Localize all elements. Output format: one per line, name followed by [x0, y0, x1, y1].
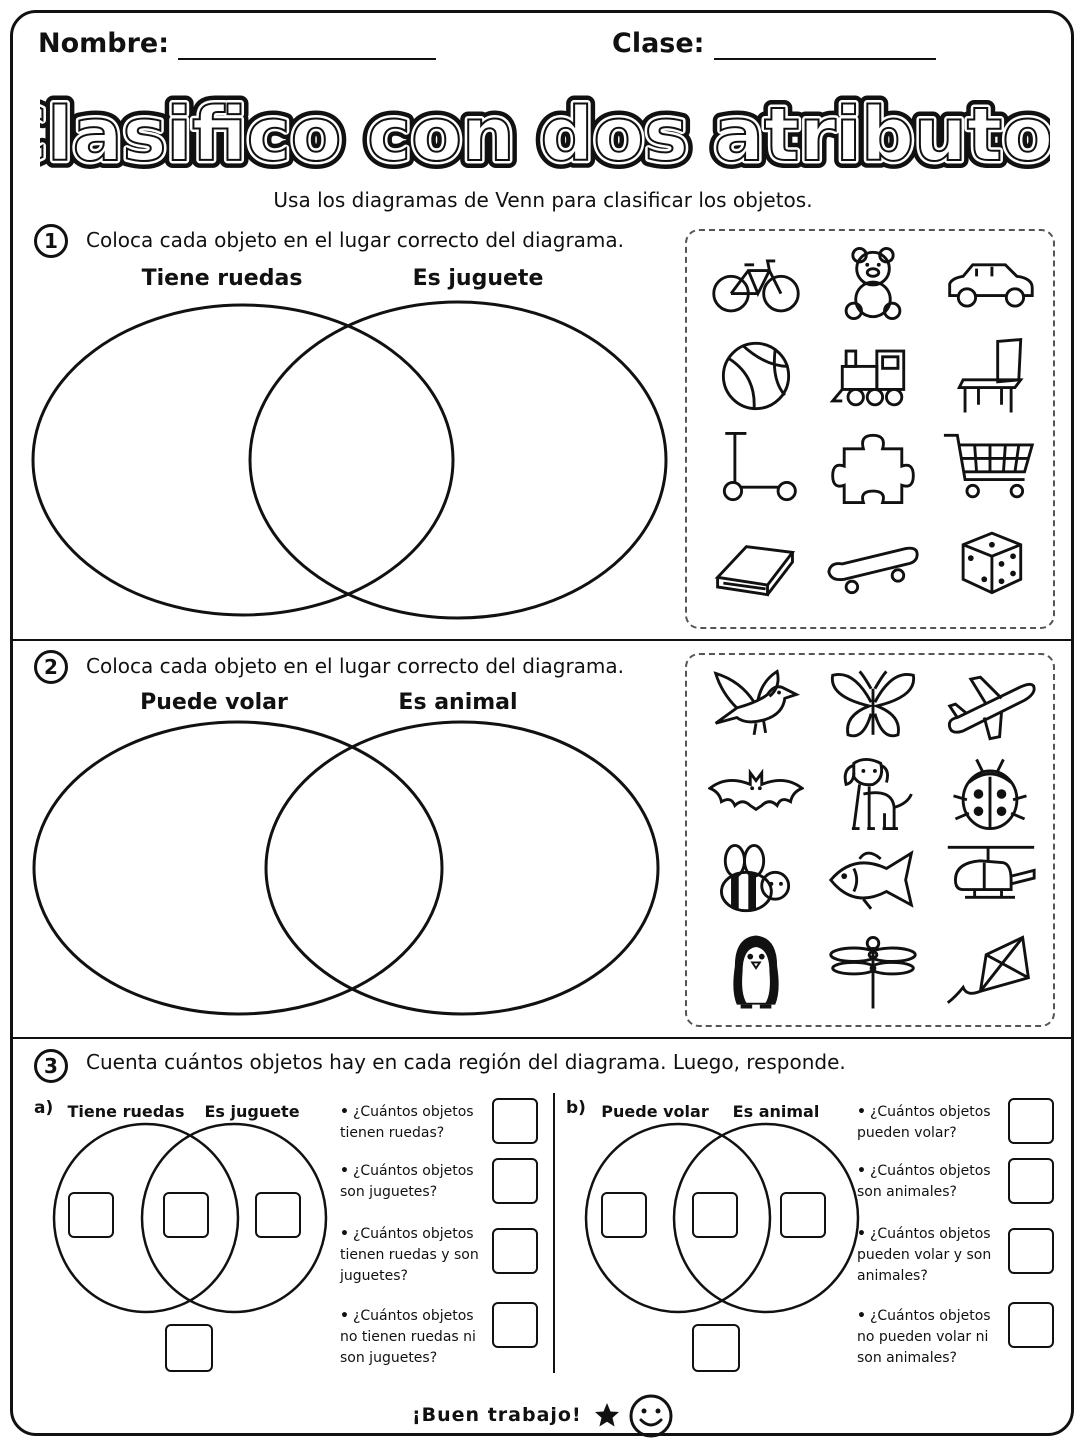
bird-icon[interactable]: [704, 664, 808, 748]
part-a-question-3: •¿Cuántos objetos tienen ruedas y son ju…: [340, 1226, 479, 1284]
part-b-right-set-label: Es animal: [732, 1102, 820, 1121]
chair-icon[interactable]: [938, 334, 1042, 418]
train-icon[interactable]: [821, 334, 925, 418]
part-a-left-set-label: Tiene ruedas: [67, 1102, 185, 1121]
dog-icon[interactable]: [821, 752, 925, 836]
section-1-right-circle[interactable]: [248, 300, 668, 620]
section-divider-2: [12, 1037, 1074, 1039]
part-a-answer-3[interactable]: [492, 1228, 538, 1274]
class-label: Clase:: [612, 28, 705, 59]
page-title: Clasifico con dos atributos Clasifico co…: [40, 84, 1050, 184]
part-b-right-circle: [672, 1122, 860, 1314]
section-1-left-set-label: Tiene ruedas: [141, 266, 303, 291]
section-divider-1: [12, 639, 1074, 641]
part-a-label: a): [34, 1098, 54, 1118]
part-a-answer-4[interactable]: [492, 1302, 538, 1348]
part-b-answer-3[interactable]: [1008, 1228, 1054, 1274]
puzzle-piece-icon[interactable]: [821, 426, 925, 510]
section-3-instruction: Cuenta cuántos objetos hay en cada regió…: [86, 1050, 846, 1074]
part-a-right-circle: [140, 1122, 328, 1314]
part-b-question-3: •¿Cuántos objetos pueden volar y son ani…: [857, 1226, 992, 1284]
section-2-right-set-label: Es animal: [398, 690, 518, 715]
bee-icon[interactable]: [704, 838, 808, 922]
section-1-number: 1: [34, 224, 68, 258]
class-field[interactable]: [714, 58, 936, 60]
part-a-count-right-only[interactable]: [255, 1192, 301, 1238]
part-a-left-circle: [52, 1122, 240, 1314]
part-a-count-outside[interactable]: [165, 1324, 213, 1372]
part-b-left-set-label: Puede volar: [601, 1102, 709, 1121]
section-2-number: 2: [34, 650, 68, 684]
bat-icon[interactable]: [704, 752, 808, 836]
part-a-answer-1[interactable]: [492, 1098, 538, 1144]
teddy-bear-icon[interactable]: [821, 242, 925, 326]
dragonfly-icon[interactable]: [821, 930, 925, 1014]
dice-icon[interactable]: [938, 520, 1042, 604]
kite-icon[interactable]: [938, 930, 1042, 1014]
penguin-icon[interactable]: [704, 930, 808, 1014]
section-2-left-set-label: Puede volar: [140, 690, 288, 715]
part-b-count-both[interactable]: [692, 1192, 738, 1238]
part-b-question-4: •¿Cuántos objetos no pueden volar ni son…: [857, 1308, 991, 1366]
part-b-count-outside[interactable]: [692, 1324, 740, 1372]
part-b-answer-2[interactable]: [1008, 1158, 1054, 1204]
section-1-instruction: Coloca cada objeto en el lugar correcto …: [86, 228, 625, 252]
airplane-icon[interactable]: [938, 664, 1042, 748]
section-1-venn[interactable]: [28, 298, 674, 628]
smiley-face-icon: [629, 1394, 673, 1438]
page-title-mid: Clasifico con dos atributos: [40, 92, 1050, 178]
part-b-label: b): [566, 1098, 586, 1118]
shopping-cart-icon[interactable]: [938, 426, 1042, 510]
ball-icon[interactable]: [704, 334, 808, 418]
subtitle: Usa los diagramas de Venn para clasifica…: [273, 188, 813, 212]
ladybug-icon[interactable]: [938, 752, 1042, 836]
section-3-divider: [553, 1093, 555, 1373]
section-2-left-circle[interactable]: [32, 720, 444, 1016]
worksheet-frame: [10, 10, 1074, 1436]
star-icon: [595, 1403, 619, 1427]
section-1-object-bank: [685, 229, 1055, 629]
section-1-left-circle[interactable]: [31, 303, 455, 617]
butterfly-icon[interactable]: [821, 664, 925, 748]
footer-message: ¡Buen trabajo!: [412, 1404, 582, 1426]
book-icon[interactable]: [704, 520, 808, 604]
part-b-question-1: •¿Cuántos objetos pueden volar?: [857, 1104, 991, 1141]
scooter-icon[interactable]: [704, 426, 808, 510]
section-2-object-bank: [685, 653, 1055, 1027]
fish-icon[interactable]: [821, 838, 925, 922]
part-b-answer-1[interactable]: [1008, 1098, 1054, 1144]
part-b-left-circle: [584, 1122, 772, 1314]
part-a-question-2: •¿Cuántos objetos son juguetes?: [340, 1163, 474, 1200]
section-2-venn[interactable]: [28, 718, 674, 1030]
skateboard-icon[interactable]: [821, 520, 925, 604]
name-field[interactable]: [178, 58, 436, 60]
part-a-venn: [52, 1122, 328, 1314]
section-1-right-set-label: Es juguete: [412, 266, 544, 291]
part-b-answer-4[interactable]: [1008, 1302, 1054, 1348]
section-3-number: 3: [34, 1049, 68, 1083]
section-2-right-circle[interactable]: [264, 720, 660, 1016]
page-title-text: Clasifico con dos atributos: [40, 92, 1050, 178]
page-title-outline: Clasifico con dos atributos: [40, 92, 1050, 178]
section-2-instruction: Coloca cada objeto en el lugar correcto …: [86, 654, 625, 678]
part-a-question-1: •¿Cuántos objetos tienen ruedas?: [340, 1104, 474, 1141]
part-a-answer-2[interactable]: [492, 1158, 538, 1204]
bicycle-icon[interactable]: [704, 242, 808, 326]
part-b-question-2: •¿Cuántos objetos son animales?: [857, 1163, 991, 1200]
part-b-venn: [584, 1122, 860, 1314]
part-a-count-both[interactable]: [163, 1192, 209, 1238]
part-b-count-right-only[interactable]: [780, 1192, 826, 1238]
car-icon[interactable]: [938, 242, 1042, 326]
name-label: Nombre:: [38, 28, 170, 59]
part-b-count-left-only[interactable]: [601, 1192, 647, 1238]
part-a-right-set-label: Es juguete: [204, 1102, 300, 1121]
part-a-question-4: •¿Cuántos objetos no tienen ruedas ni so…: [340, 1308, 476, 1366]
helicopter-icon[interactable]: [938, 838, 1042, 922]
part-a-count-left-only[interactable]: [68, 1192, 114, 1238]
